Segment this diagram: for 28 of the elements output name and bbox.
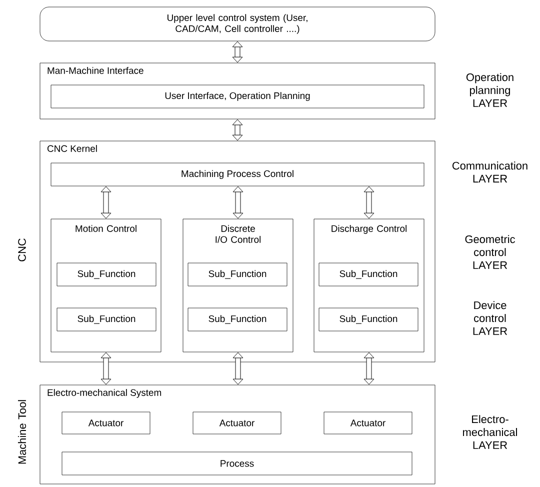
double-arrow [232, 41, 243, 63]
double-arrow [100, 186, 112, 219]
double-arrow [232, 352, 244, 385]
double-arrow [232, 186, 244, 219]
side-label: CNC [18, 238, 26, 262]
double-arrow [364, 352, 374, 385]
layer-label: Operation planning LAYER [466, 73, 514, 107]
module-box: User Interface, Operation Planning [50, 84, 424, 108]
module-box: Sub_Function [188, 262, 288, 286]
module-box: Actuator [62, 412, 150, 434]
module-box: Sub_Function [188, 308, 288, 332]
layer-label: Communication LAYER [452, 162, 528, 182]
system-box: Upper level control system (User, CAD/CAM, Cell controller ....) [40, 6, 436, 42]
module-box: Actuator [192, 412, 282, 434]
layer-label: Geometric control LAYER [465, 235, 515, 269]
module-box: Sub_Function [318, 308, 418, 332]
module-box: Actuator [324, 412, 412, 434]
side-label: Machine Tool [18, 400, 26, 464]
module-box: Process [62, 452, 412, 476]
double-arrow [364, 186, 374, 219]
double-arrow [232, 119, 243, 141]
module-box: Machining Process Control [50, 162, 424, 186]
layer-label: Electro-mechanical LAYER [463, 415, 517, 449]
layer-label: Device control LAYER [473, 301, 508, 335]
module-box: Sub_Function [56, 262, 156, 286]
double-arrow [100, 352, 112, 385]
module-box: Sub_Function [56, 308, 156, 332]
module-box: Sub_Function [318, 262, 418, 286]
